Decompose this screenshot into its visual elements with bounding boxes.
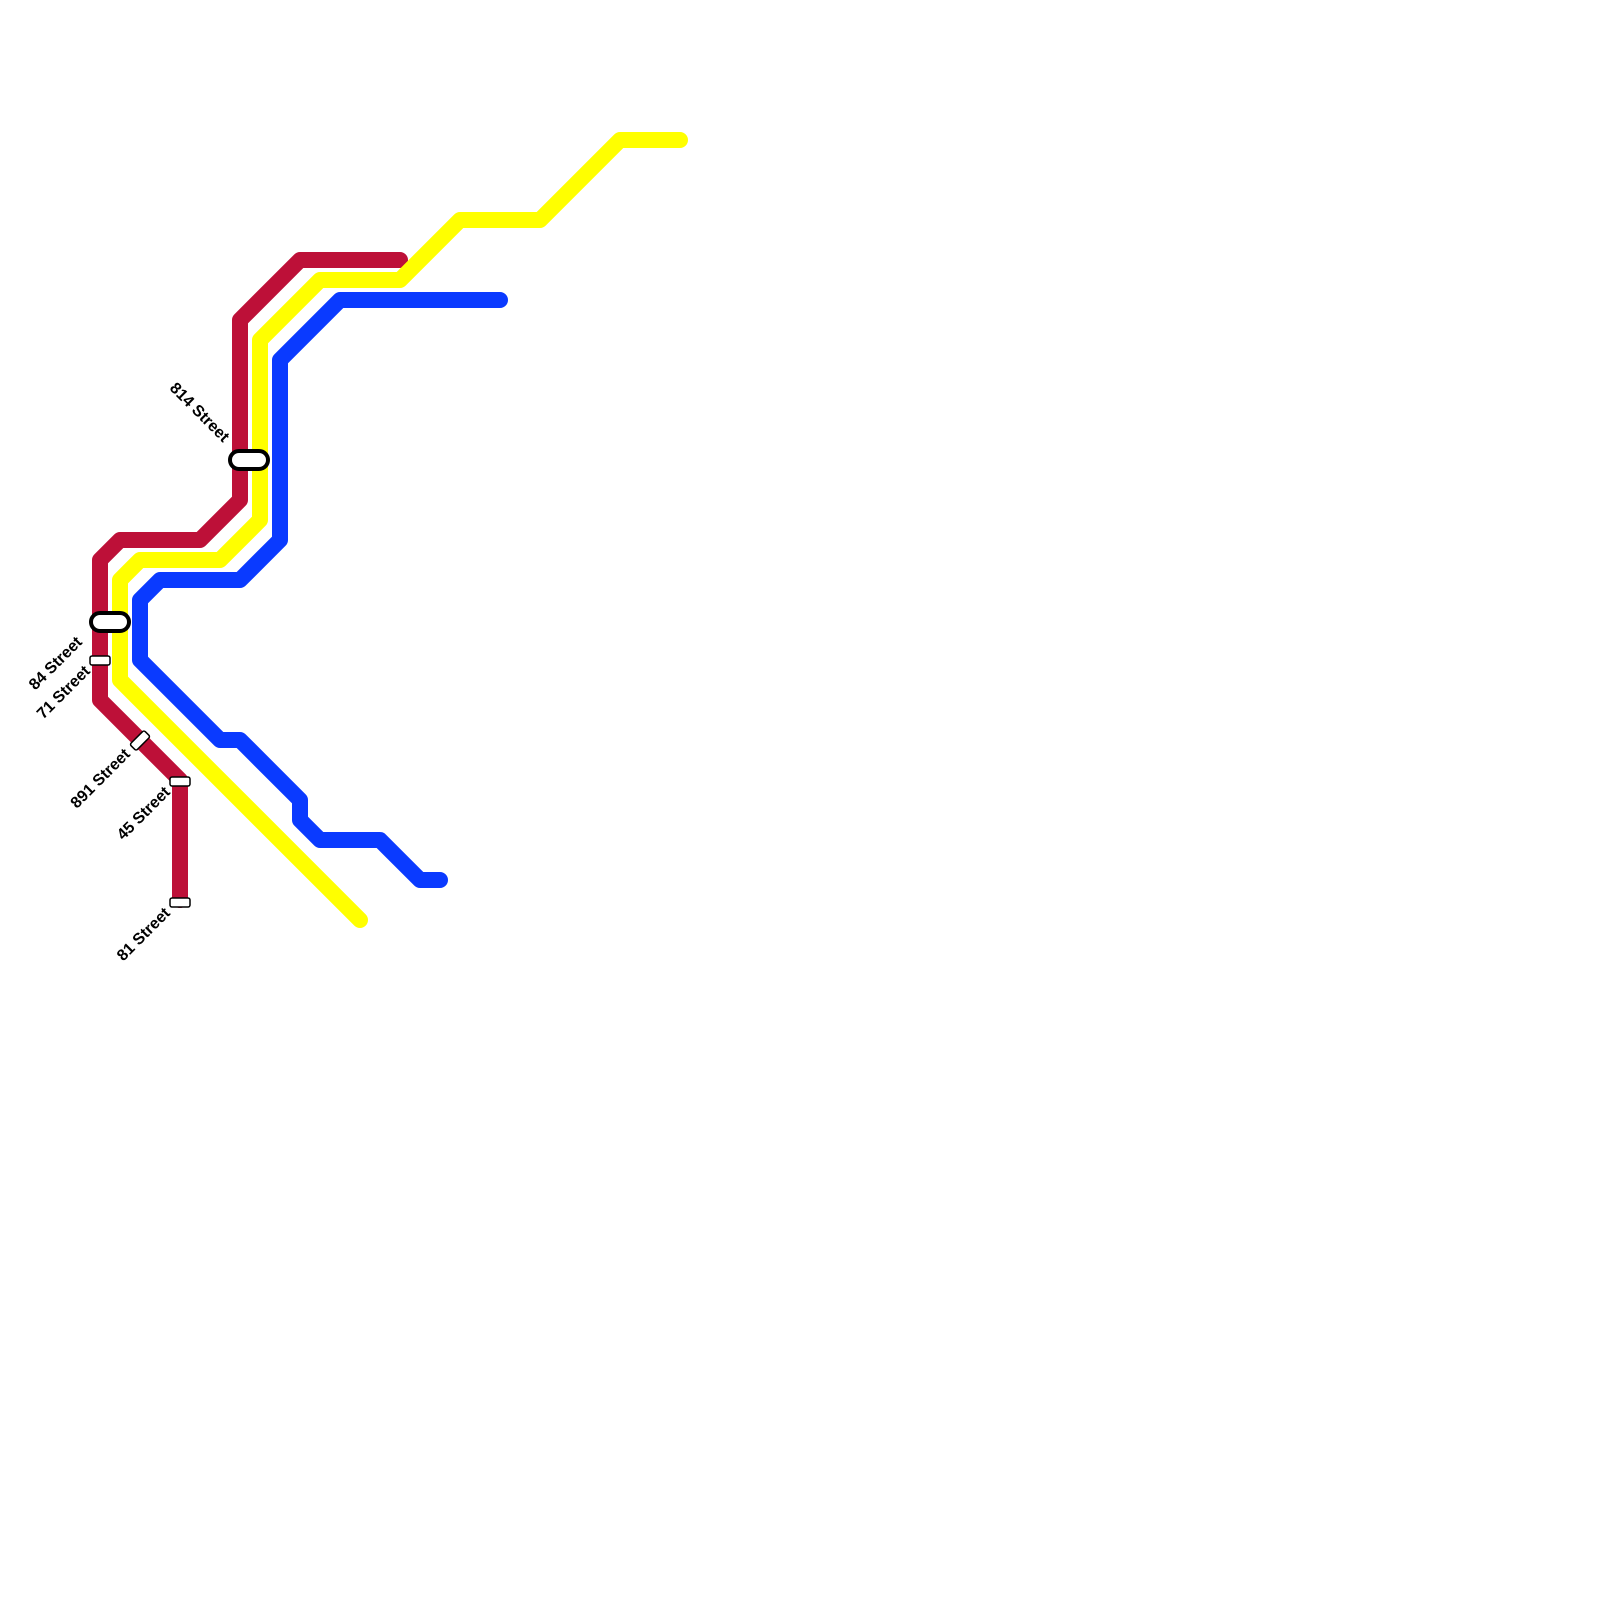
station-marker-71[interactable] — [89, 655, 111, 666]
station-label-81: 81 Street — [114, 904, 174, 964]
routes — [92, 132, 688, 928]
station-label-45: 45 Street — [114, 783, 174, 843]
station-marker-81[interactable] — [169, 897, 191, 908]
station-marker-891[interactable] — [129, 730, 151, 751]
station-marker-814[interactable] — [228, 449, 270, 471]
blue-line — [132, 292, 508, 888]
station-marker-84[interactable] — [89, 611, 131, 633]
station-markers — [89, 449, 270, 908]
station-label-891: 891 Street — [68, 745, 135, 812]
yellow-line — [112, 132, 688, 928]
station-marker-45[interactable] — [169, 776, 191, 787]
station-label-814: 814 Street — [166, 380, 233, 447]
station-labels: 814 Street 84 Street 71 Street 891 Stree… — [26, 380, 233, 965]
